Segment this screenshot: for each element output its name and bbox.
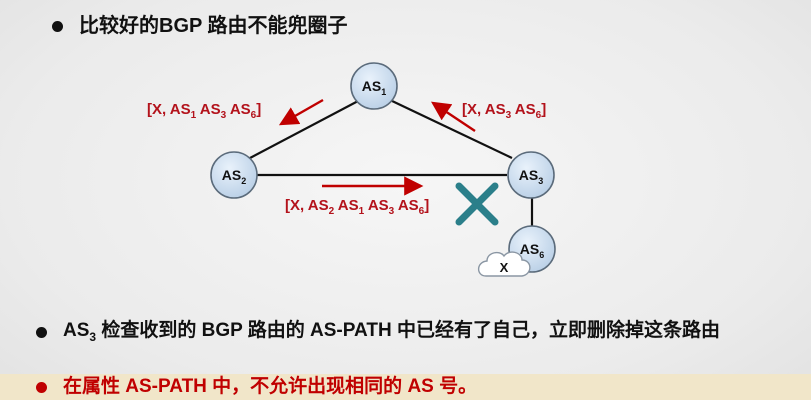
reject-x-icon	[455, 182, 499, 226]
bullet-dot	[36, 382, 47, 393]
svg-text:AS3: AS3	[519, 167, 543, 186]
bullet-no-duplicate-as: 在属性 AS-PATH 中，不允许出现相同的 AS 号。	[36, 374, 477, 400]
link-as1-as3	[389, 99, 513, 159]
path-label-as1-to-as2: [X, AS1 AS3 AS6]	[147, 101, 261, 121]
bullet-as3-check-text: AS3 检查收到的 BGP 路由的 AS-PATH 中已经有了自己，立即删除掉这…	[63, 320, 720, 344]
node-as3: AS3	[507, 151, 555, 199]
highlight-strip	[0, 374, 811, 400]
path-label-as2-to-as3: [X, AS2 AS1 AS3 AS6]	[285, 197, 429, 217]
svg-text:AS6: AS6	[520, 241, 544, 260]
network-cloud-icon: X	[477, 251, 531, 277]
svg-text:AS2: AS2	[222, 167, 246, 186]
slide-title: 比较好的BGP 路由不能兜圈子	[79, 15, 348, 37]
arrow-as1-to-as2	[278, 98, 324, 126]
svg-text:AS1: AS1	[362, 78, 386, 97]
arrow-as3-to-as1	[431, 101, 476, 132]
bullet-dot	[36, 327, 47, 338]
link-as1-as2	[249, 99, 361, 159]
node-as2: AS2	[210, 151, 258, 199]
node-as1: AS1	[350, 62, 398, 110]
cloud-label: X	[500, 260, 509, 275]
bullet-as3-check: AS3 检查收到的 BGP 路由的 AS-PATH 中已经有了自己，立即删除掉这…	[36, 319, 796, 349]
title-bullet: 比较好的BGP 路由不能兜圈子	[52, 12, 348, 40]
path-label-as3-to-as1: [X, AS3 AS6]	[462, 101, 546, 121]
bullet-no-duplicate-as-text: 在属性 AS-PATH 中，不允许出现相同的 AS 号。	[63, 376, 478, 397]
bullet-dot	[52, 21, 63, 32]
